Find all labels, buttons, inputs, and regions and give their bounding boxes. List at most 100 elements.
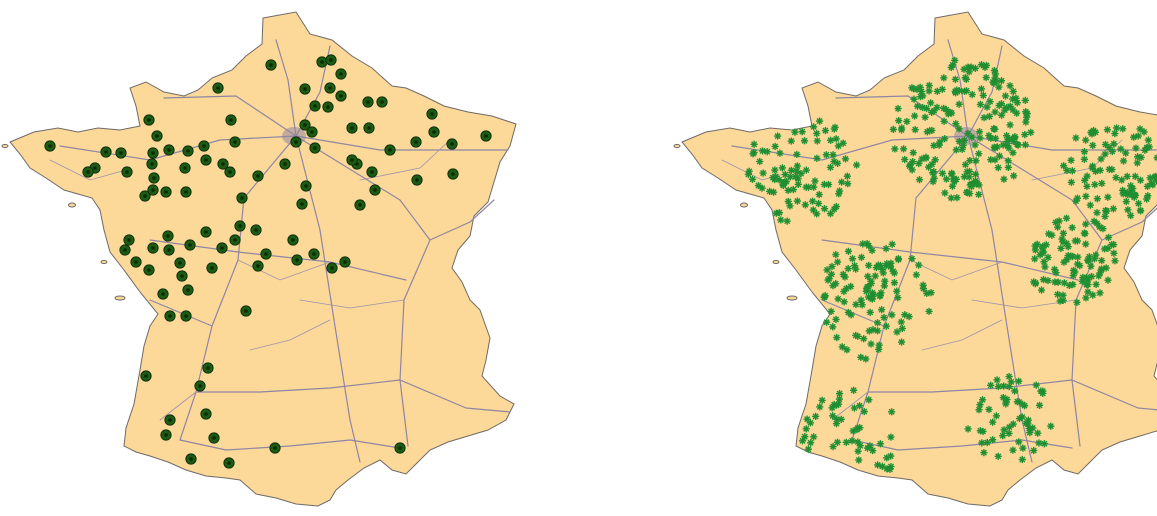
site-marker [44,140,56,152]
site-marker-asterisk [994,452,1002,460]
site-marker-asterisk [841,155,850,163]
site-marker-asterisk [834,295,842,303]
site-marker-asterisk [1010,172,1018,180]
site-marker-asterisk [925,87,933,95]
site-marker [160,429,172,441]
site-marker-asterisk [863,444,872,452]
site-marker-asterisk [833,438,842,446]
site-marker-asterisk [1078,277,1086,285]
site-marker-asterisk [832,251,840,259]
site-marker-asterisk [1019,444,1027,452]
site-marker-asterisk [947,63,955,72]
site-marker [179,162,191,174]
site-marker-asterisk [1060,162,1068,170]
site-marker [180,310,192,322]
site-marker-asterisk [754,181,763,190]
site-marker-asterisk [940,117,948,125]
site-marker-asterisk [995,83,1003,91]
site-marker-asterisk [923,289,931,298]
site-marker-asterisk [908,84,916,92]
site-marker-asterisk [811,177,819,185]
site-marker-asterisk [816,117,824,125]
site-marker-asterisk [821,126,830,135]
site-marker [176,270,188,282]
site-marker-asterisk [1004,157,1012,165]
site-marker-asterisk [1143,182,1152,191]
site-marker-asterisk [1091,181,1099,189]
site-marker-asterisk [1136,176,1145,184]
site-marker-asterisk [972,157,980,165]
site-marker [223,457,235,469]
site-marker [250,224,262,236]
site-marker-asterisk [993,376,1001,384]
site-marker-asterisk [976,401,984,409]
site-marker-asterisk [1087,272,1096,281]
site-marker-asterisk [838,178,846,186]
site-marker [366,166,378,178]
site-marker-asterisk [1021,141,1029,149]
site-marker-asterisk [852,300,860,309]
site-marker-asterisk [1021,131,1029,139]
site-marker-asterisk [1104,193,1112,201]
site-marker-asterisk [1006,82,1014,90]
site-markers-left [44,54,492,469]
site-marker-asterisk [1024,420,1032,428]
site-marker-asterisk [1123,172,1131,181]
site-marker-asterisk [875,341,883,349]
site-marker-asterisk [951,56,959,64]
site-marker-asterisk [983,103,991,111]
site-marker-asterisk [1124,206,1132,214]
site-marker-asterisk [774,132,782,140]
site-marker-asterisk [929,178,937,186]
site-marker-asterisk [999,432,1007,440]
site-marker-asterisk [789,185,797,194]
site-marker-asterisk [810,433,818,441]
site-marker-asterisk [995,152,1004,160]
site-marker-asterisk [1045,230,1053,238]
site-marker-asterisk [948,170,956,178]
site-marker-asterisk [827,270,836,278]
site-marker-asterisk [911,126,919,134]
site-marker-asterisk [894,104,902,113]
site-marker-asterisk [889,125,897,133]
site-marker [143,114,155,126]
site-marker-asterisk [844,180,852,188]
site-marker-asterisk [940,74,948,82]
site-marker-asterisk [1082,136,1090,144]
site-marker-asterisk [894,294,902,302]
island-yeu-left [100,260,108,264]
site-marker-asterisk [860,335,868,343]
site-marker-asterisk [798,128,806,136]
site-marker [130,256,142,268]
site-marker [309,142,321,154]
site-marker-asterisk [1112,174,1120,182]
site-marker-asterisk [821,293,829,301]
island-belle-ile-left [68,202,76,208]
site-marker-asterisk [840,298,848,306]
site-marker-asterisk [1080,155,1088,163]
site-marker-asterisk [991,108,999,116]
site-marker-asterisk [895,117,903,125]
site-marker-asterisk [1009,106,1017,114]
site-marker-asterisk [905,312,913,321]
site-marker-asterisk [964,425,972,433]
site-marker-asterisk [1089,126,1098,135]
site-marker-asterisk [946,108,954,116]
site-marker-asterisk [1146,174,1154,182]
site-marker [180,186,192,198]
site-marker-asterisk [745,167,753,175]
site-marker [447,168,459,180]
site-marker-asterisk [848,437,856,445]
site-marker-asterisk [853,161,861,169]
site-marker-asterisk [830,157,838,166]
site-marker [225,114,237,126]
site-marker-asterisk [942,175,951,183]
site-marker-asterisk [1031,246,1040,254]
site-marker [299,83,311,95]
site-marker-asterisk [908,166,916,174]
site-marker-asterisk [955,100,963,108]
site-marker [147,147,159,159]
site-marker [143,264,155,276]
site-marker [234,220,246,232]
site-marker-asterisk [930,174,938,182]
